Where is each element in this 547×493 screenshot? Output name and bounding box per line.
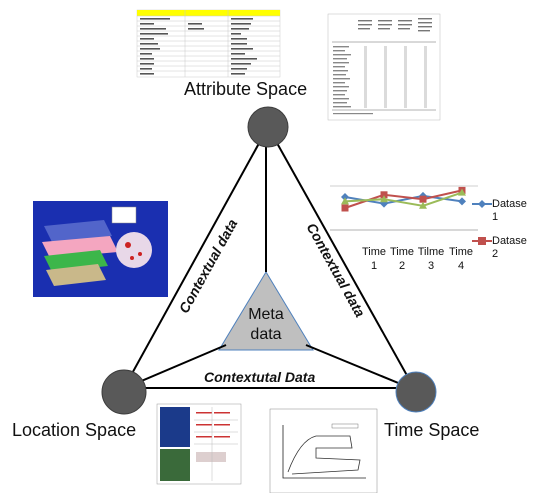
chart-point-s2-3 (419, 195, 427, 203)
contextual-data-bottom-label: Contextutal Data (204, 369, 316, 385)
trajectory-graph-thumbnail (269, 408, 378, 493)
legend-2-line2: 2 (492, 248, 499, 260)
chart-tick-4-top: Time (448, 246, 474, 258)
metadata-triangle (218, 271, 314, 351)
chart-point-s3-1 (341, 197, 349, 205)
chart-series-line-3 (344, 191, 463, 207)
arrow-to-time (305, 344, 409, 389)
chart-legend-item-1: Datase 1 (472, 198, 527, 224)
chart-series-line-2 (344, 189, 463, 209)
chart-point-s3-3 (419, 201, 427, 209)
arrow-to-location (131, 344, 227, 387)
chart-tick-3: Tilme 3 (417, 245, 445, 273)
chart-tick-1-bottom: 1 (370, 260, 378, 272)
chart-tick-2: Time 2 (389, 245, 415, 273)
line-chart (330, 185, 478, 231)
time-space-label: Time Space (384, 420, 480, 440)
chart-legend-item-2: Datase 2 (472, 235, 527, 261)
attribute-space-label: Attribute Space (184, 79, 308, 99)
statistics-table-thumbnail (327, 13, 441, 121)
legend-1-line1: Datase (492, 198, 527, 210)
attribute-node (247, 106, 289, 148)
chart-tick-4-bottom: 4 (457, 260, 465, 272)
legend-marker-square-icon (472, 237, 492, 245)
chart-point-s2-1 (341, 204, 349, 212)
chart-tick-1: Time 1 (361, 245, 387, 273)
chart-tick-1-top: Time (361, 246, 387, 258)
chart-point-s1-4 (458, 197, 466, 206)
scatter-matrix-thumbnail (156, 403, 242, 485)
chart-point-s1-1 (341, 193, 349, 201)
chart-tick-2-top: Time (389, 246, 415, 258)
edge-right (267, 126, 415, 389)
metadata-label: Meta data (236, 305, 296, 345)
chart-tick-4: Time 4 (448, 245, 474, 273)
legend-2-line1: Datase (492, 235, 527, 247)
legend-1-line2: 1 (492, 211, 499, 223)
legend-marker-diamond-icon (472, 200, 492, 208)
chart-point-s3-2 (380, 195, 388, 203)
chart-tick-3-top: Tilme (417, 246, 445, 258)
metadata-label-line2: data (250, 326, 282, 343)
chart-point-s2-2 (380, 191, 388, 199)
chart-tick-2-bottom: 2 (398, 260, 406, 272)
location-space-label: Location Space (12, 420, 137, 440)
context-triangle (123, 126, 415, 389)
spreadsheet-thumbnail (136, 9, 281, 78)
metadata-label-line1: Meta (248, 306, 284, 323)
chart-tick-3-bottom: 3 (427, 260, 435, 272)
edge-left (123, 126, 269, 389)
chart-point-s3-4 (458, 188, 466, 196)
metadata-arrows (131, 135, 409, 389)
location-node (101, 369, 147, 415)
gis-layers-thumbnail (33, 201, 168, 297)
time-node (395, 371, 437, 413)
